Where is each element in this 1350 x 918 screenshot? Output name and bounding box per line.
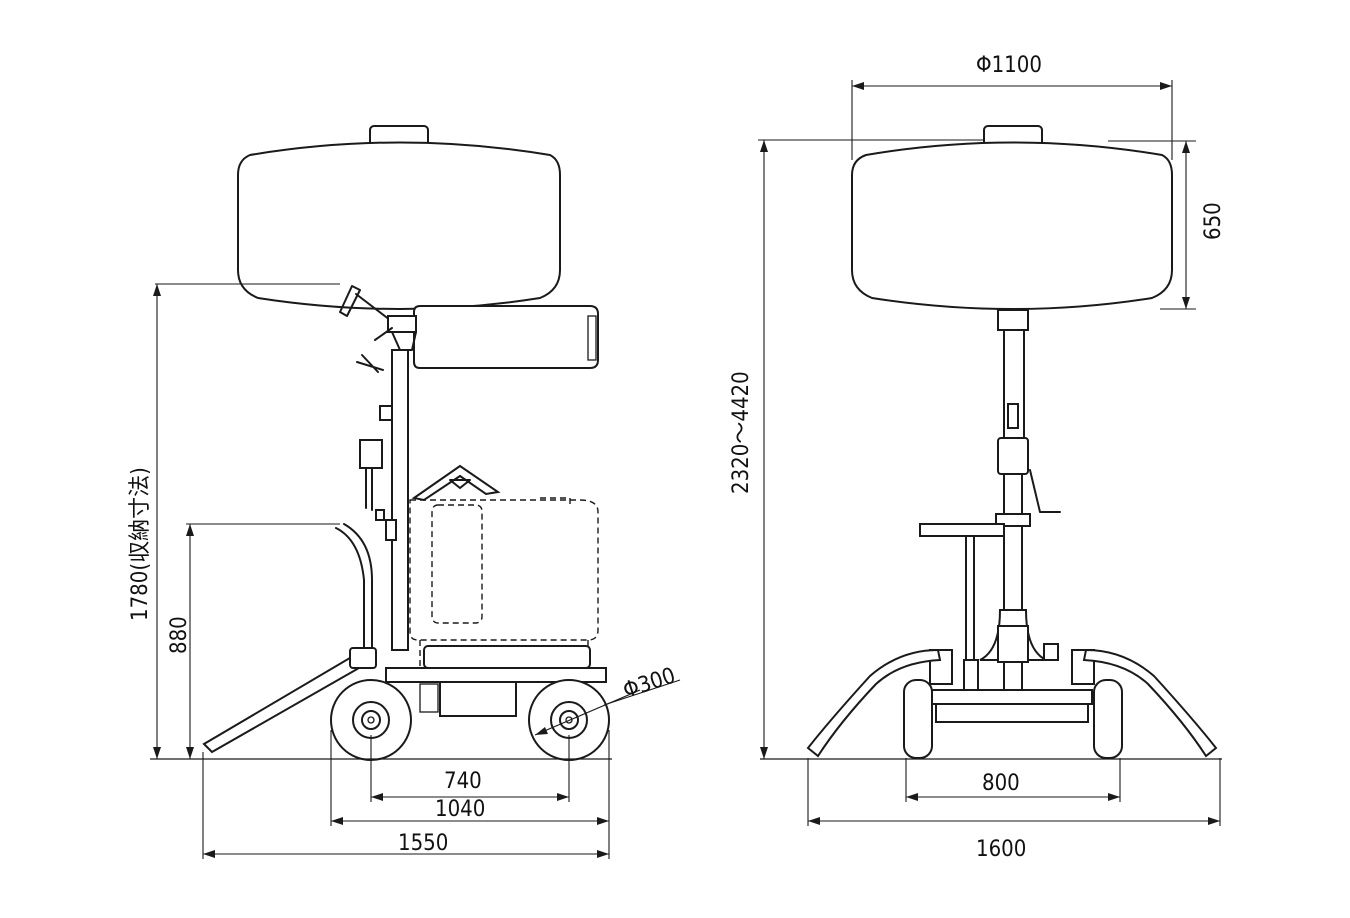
dim-balloon-height-label: 650 [1201, 202, 1226, 240]
side-wheel-rear [330, 679, 412, 761]
side-balloon [237, 125, 561, 310]
dim-handle-height-label: 880 [167, 616, 192, 654]
dim-extended-height [758, 139, 984, 759]
dim-wheel-outer-label: 1040 [435, 797, 485, 822]
side-mast [359, 349, 409, 651]
dim-total-length-label: 1550 [398, 831, 448, 856]
front-wheel-left [903, 679, 933, 759]
dim-balloon-diameter-label: Φ1100 [976, 53, 1042, 78]
dim-tread-label: 800 [982, 771, 1020, 796]
side-view: 1780(収納寸法) 880 Φ300 740 [128, 125, 681, 859]
dim-wheelbase [371, 793, 569, 801]
dim-total-length [203, 850, 609, 858]
dim-balloon-diameter [851, 80, 1173, 160]
side-base-frame [385, 645, 607, 717]
front-wheel-right [1093, 679, 1123, 759]
dim-wheel-diameter-label: Φ300 [620, 663, 678, 703]
dim-handle-height [186, 523, 340, 759]
dim-balloon-height [1108, 140, 1196, 310]
dim-total-width-label: 1600 [976, 837, 1026, 862]
side-stowed-lamp [413, 305, 599, 369]
dim-stowed-height-label: 1780(収納寸法) [128, 467, 153, 621]
dim-wheel-outer [331, 817, 609, 825]
front-view: Φ1100 650 2320～4420 800 [729, 53, 1226, 862]
side-generator-dashed [409, 497, 599, 668]
dim-stowed-height [153, 283, 340, 759]
dim-extended-height-label: 2320～4420 [729, 371, 754, 494]
dim-wheelbase-label: 740 [444, 769, 482, 794]
dim-tread [906, 793, 1120, 801]
dim-total-width [808, 817, 1220, 825]
front-balloon [851, 125, 1173, 310]
side-mast-head [356, 315, 417, 373]
dim-wheel-diameter [534, 679, 681, 736]
